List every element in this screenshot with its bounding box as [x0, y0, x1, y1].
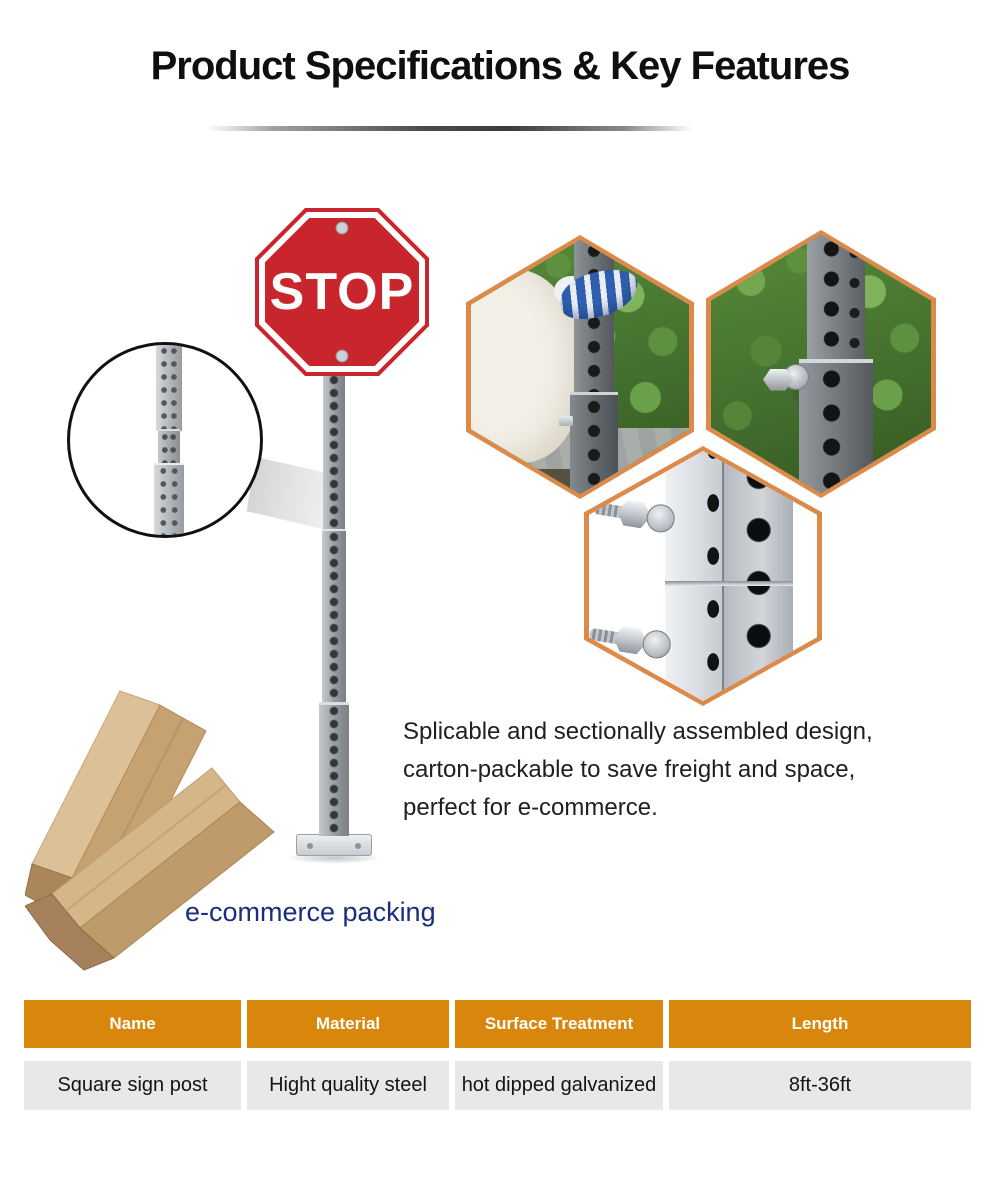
post-splice-in-photo — [570, 392, 618, 494]
feature-description: Splicable and sectionally assembled desi… — [403, 713, 963, 827]
steel-column-edge — [722, 451, 724, 701]
sign-bolt-top-icon — [335, 221, 349, 235]
spec-table-header-row: Name Material Surface Treatment Length — [24, 1000, 971, 1048]
title-divider — [207, 126, 693, 131]
column-splice-seam — [665, 581, 793, 586]
page-title: Product Specifications & Key Features — [150, 44, 851, 88]
hexagon-photo-installation-scene — [471, 240, 689, 494]
hexagon-photo-installation — [466, 235, 694, 499]
hexagon-photo-splice-outdoor — [706, 230, 936, 498]
steel-column-right-face — [723, 451, 793, 701]
splice-bolt-upper-icon — [591, 491, 677, 537]
packing-caption: e-commerce packing — [185, 897, 436, 927]
header-cell-surface-treatment: Surface Treatment — [455, 1000, 663, 1048]
feature-description-line: carton-packable to save freight and spac… — [403, 756, 856, 783]
stop-sign-border — [259, 212, 425, 372]
feature-description-line: perfect for e-commerce. — [403, 794, 658, 821]
cell-length: 8ft-36ft — [669, 1061, 971, 1110]
feature-description-line: Splicable and sectionally assembled desi… — [403, 718, 873, 745]
splice-clamp-icon — [559, 416, 573, 426]
hexagon-photo-splice-closeup-border — [584, 446, 822, 706]
zoom-post-upper — [156, 345, 182, 431]
steel-column-left-face — [665, 451, 723, 701]
post-base-plate — [296, 834, 372, 856]
zoom-post-splice — [158, 429, 180, 465]
sign-post-splice-sleeve — [319, 702, 349, 836]
spec-table-data-row: Square sign post Hight quality steel hot… — [24, 1061, 971, 1110]
stop-sign-octagon — [255, 208, 429, 376]
base-bolt-icon — [307, 843, 313, 849]
sign-post-middle-section — [322, 529, 346, 704]
base-bolt-icon — [355, 843, 361, 849]
hexagon-photo-splice-closeup-scene — [589, 451, 817, 701]
packing-box-lower — [25, 767, 275, 971]
zoom-inset-circle — [67, 342, 263, 538]
cell-material: Hight quality steel — [247, 1061, 449, 1110]
post-splice-sleeve — [799, 358, 873, 493]
cell-surface-treatment: hot dipped galvanized — [455, 1061, 663, 1110]
splice-bolt-icon — [763, 368, 793, 391]
header-cell-name: Name — [24, 1000, 241, 1048]
post-upper-section — [807, 235, 865, 364]
splice-bolt-lower-icon — [589, 617, 673, 663]
header-cell-length: Length — [669, 1000, 971, 1048]
hexagon-photo-splice-closeup — [576, 438, 830, 714]
hexagon-photo-splice-outdoor-scene — [711, 235, 931, 493]
packing-boxes — [25, 690, 275, 971]
zoom-post-lower — [154, 463, 184, 535]
spec-table: Name Material Surface Treatment Length S… — [24, 1000, 971, 1110]
sign-post-upper-section — [323, 374, 345, 531]
sign-bolt-bottom-icon — [335, 349, 349, 363]
cell-name: Square sign post — [24, 1061, 241, 1110]
stop-sign-label: STOP — [270, 263, 415, 321]
header-cell-material: Material — [247, 1000, 449, 1048]
stop-sign: STOP — [255, 208, 429, 376]
